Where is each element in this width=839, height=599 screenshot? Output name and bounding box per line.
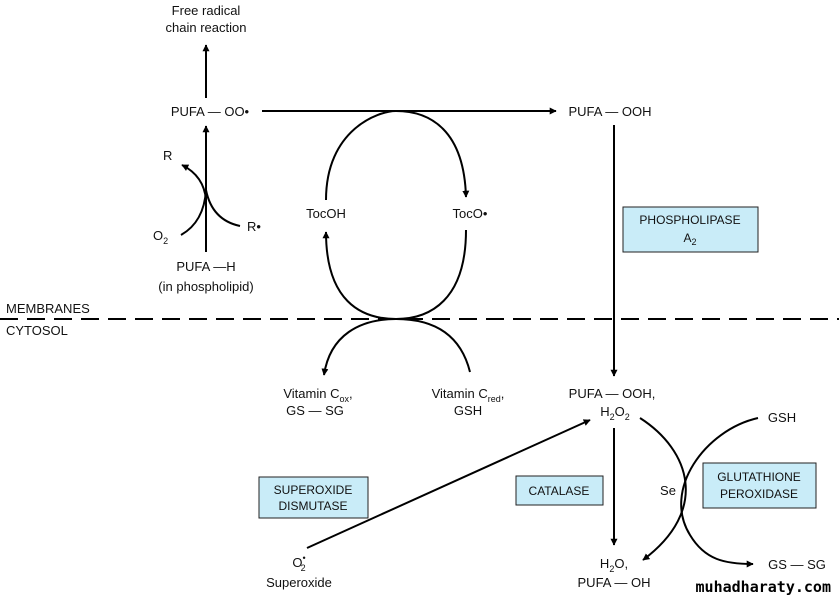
h2o2-label: H2O2 — [600, 404, 630, 422]
arrow-to-r — [181, 164, 207, 201]
watermark-text: muhadharaty.com — [696, 578, 831, 596]
phospholipase-label-2: A2 — [683, 231, 696, 247]
glutathione-peroxidase-label-1: GLUTATHIONE — [717, 470, 801, 484]
phospholipase-label-1: PHOSPHOLIPASE — [639, 213, 740, 227]
catalase-box — [515, 475, 604, 506]
free-radical-label-1: Free radical — [172, 3, 241, 18]
arrow-tocoh-to-toco — [325, 109, 470, 201]
superoxide-formula-label: O•2 — [292, 553, 305, 573]
pufa-ooh-bottom-label: PUFA — OOH, — [569, 386, 656, 401]
r-dot-label: R• — [247, 219, 261, 234]
curve-to-r-dot — [205, 189, 241, 227]
membranes-label: MEMBRANES — [6, 301, 90, 316]
pufa-oo-label: PUFA — OO• — [171, 104, 250, 119]
arrow-to-vit-c-ox — [321, 318, 397, 376]
o2-label: O2 — [153, 228, 168, 246]
superoxide-dismutase-box — [258, 476, 369, 519]
in-phospholipid-label: (in phospholipid) — [158, 279, 253, 294]
arrow-gsh-to-gssg — [680, 417, 759, 568]
phospholipase-box — [622, 206, 759, 253]
tocoh-label: TocOH — [306, 206, 346, 221]
gs-sg-right-label: GS — SG — [768, 557, 826, 572]
h2o-label: H2O, — [600, 556, 628, 574]
pufa-h-label: PUFA —H — [176, 259, 235, 274]
superoxide-dismutase-label-2: DISMUTASE — [278, 499, 347, 513]
pufa-ooh-top-label: PUFA — OOH — [568, 104, 651, 119]
curve-from-vit-c-red — [395, 318, 471, 373]
vitamin-c-red-label: Vitamin Cred, — [432, 386, 505, 404]
superoxide-label: Superoxide — [266, 575, 332, 590]
cytosol-label: CYTOSOL — [6, 323, 68, 338]
curve-from-o2 — [180, 189, 207, 236]
arrow-superoxide-to-h2o2 — [306, 419, 591, 549]
toco-label: TocO• — [453, 206, 488, 221]
gs-sg-left-label: GS — SG — [286, 403, 344, 418]
superoxide-dismutase-label-1: SUPEROXIDE — [274, 483, 353, 497]
pufa-oh-label: PUFA — OH — [578, 575, 651, 590]
glutathione-peroxidase-box — [702, 462, 817, 509]
r-label: R — [163, 148, 172, 163]
glutathione-peroxidase-label-2: PEROXIDASE — [720, 487, 798, 501]
gsh-right-label: GSH — [768, 410, 796, 425]
arrow-toco-to-tocoh — [322, 229, 467, 321]
vitamin-c-ox-label: Vitamin Cox, — [283, 386, 352, 404]
se-label: Se — [660, 483, 676, 498]
free-radical-label-2: chain reaction — [166, 20, 247, 35]
catalase-label: CATALASE — [529, 484, 590, 498]
gsh-left-label: GSH — [454, 403, 482, 418]
